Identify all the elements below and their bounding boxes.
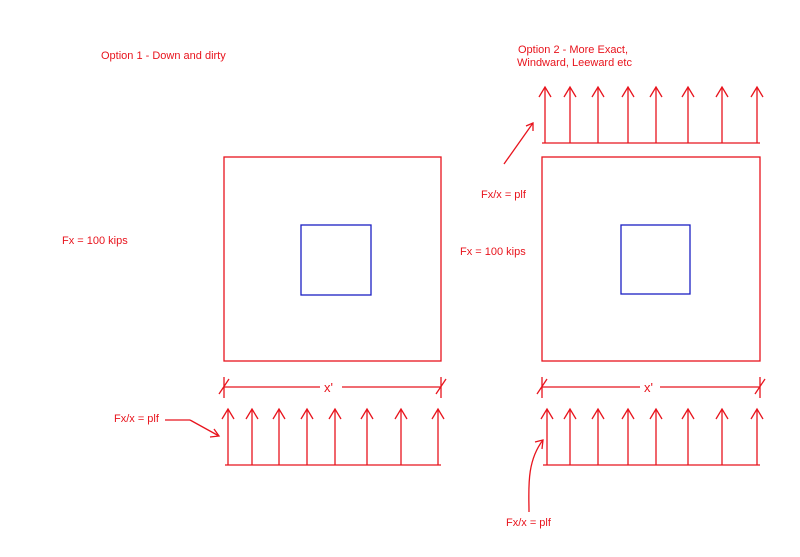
option1-title: Option 1 - Down and dirty xyxy=(101,50,226,62)
option2-bottom-load-label: Fx/x = plf xyxy=(506,517,552,529)
option1-dimension-label: x' xyxy=(324,380,333,395)
option2-bottom-load-leader xyxy=(528,439,544,513)
option2-bottom-leader-curve xyxy=(528,439,544,513)
option1-load-label: Fx/x = plf xyxy=(114,413,160,425)
option1-building-outline xyxy=(223,156,442,362)
option2-bottom-load-arrow-head-6 xyxy=(681,407,695,420)
option1-load-arrow-head-4 xyxy=(300,407,314,420)
option1-load-arrows xyxy=(221,407,445,466)
option2-top-load-arrow-head-6 xyxy=(681,85,695,98)
option1-leader-diagonal xyxy=(189,419,220,437)
option1-load-leader xyxy=(165,419,221,438)
option1-group: Option 1 - Down and dirty Fx = 100 kips … xyxy=(62,50,447,466)
option2-top-load-arrow-head-1 xyxy=(538,85,552,98)
option2-title-line1: Option 2 - More Exact, xyxy=(518,44,628,56)
option2-top-load-arrows xyxy=(538,85,764,144)
option1-force-label: Fx = 100 kips xyxy=(62,235,128,247)
option1-load-arrow-head-5 xyxy=(328,407,342,420)
option2-core xyxy=(620,224,691,295)
option2-bottom-load-arrow-head-1 xyxy=(540,407,554,420)
option1-core xyxy=(300,224,372,296)
option2-top-load-arrow-head-3 xyxy=(591,85,605,98)
option2-bottom-load-arrow-head-3 xyxy=(591,407,605,420)
option1-leader-arrowhead xyxy=(209,428,221,438)
option2-top-leader-line xyxy=(503,122,534,165)
option2-top-load-arrow-head-7 xyxy=(715,85,729,98)
option1-load-arrow-head-8 xyxy=(431,407,445,420)
option2-top-load-arrow-head-2 xyxy=(563,85,577,98)
option2-force-label: Fx = 100 kips xyxy=(460,246,526,258)
option2-group: Option 2 - More Exact, Windward, Leeward… xyxy=(460,44,766,529)
option2-building-outline xyxy=(541,156,761,362)
option2-top-load-arrow-head-8 xyxy=(750,85,764,98)
option1-load-arrow-head-7 xyxy=(394,407,408,420)
option1-load-arrow-head-3 xyxy=(272,407,286,420)
option2-top-load-label: Fx/x = plf xyxy=(481,189,527,201)
option1-load-arrow-head-6 xyxy=(360,407,374,420)
option2-bottom-load-arrow-head-5 xyxy=(649,407,663,420)
option2-top-load-arrow-head-4 xyxy=(621,85,635,98)
option2-bottom-load-arrow-head-4 xyxy=(621,407,635,420)
option1-dimension: x' xyxy=(218,377,447,398)
option1-load-arrow-head-2 xyxy=(245,407,259,420)
option2-top-load-leader xyxy=(503,122,534,165)
option2-bottom-load-arrow-head-8 xyxy=(750,407,764,420)
option1-load-arrow-head-1 xyxy=(221,407,235,420)
option2-bottom-load-arrow-head-7 xyxy=(715,407,729,420)
option2-bottom-load-arrow-head-2 xyxy=(563,407,577,420)
option2-dimension-label: x' xyxy=(644,380,653,395)
option2-top-leader-arrowhead xyxy=(525,122,534,131)
option2-top-load-arrow-head-5 xyxy=(649,85,663,98)
option2-dimension: x' xyxy=(536,377,766,398)
option2-bottom-leader-arrowhead xyxy=(534,439,544,450)
option2-bottom-load-arrows xyxy=(540,407,764,466)
option2-title-line2: Windward, Leeward etc xyxy=(517,57,632,69)
